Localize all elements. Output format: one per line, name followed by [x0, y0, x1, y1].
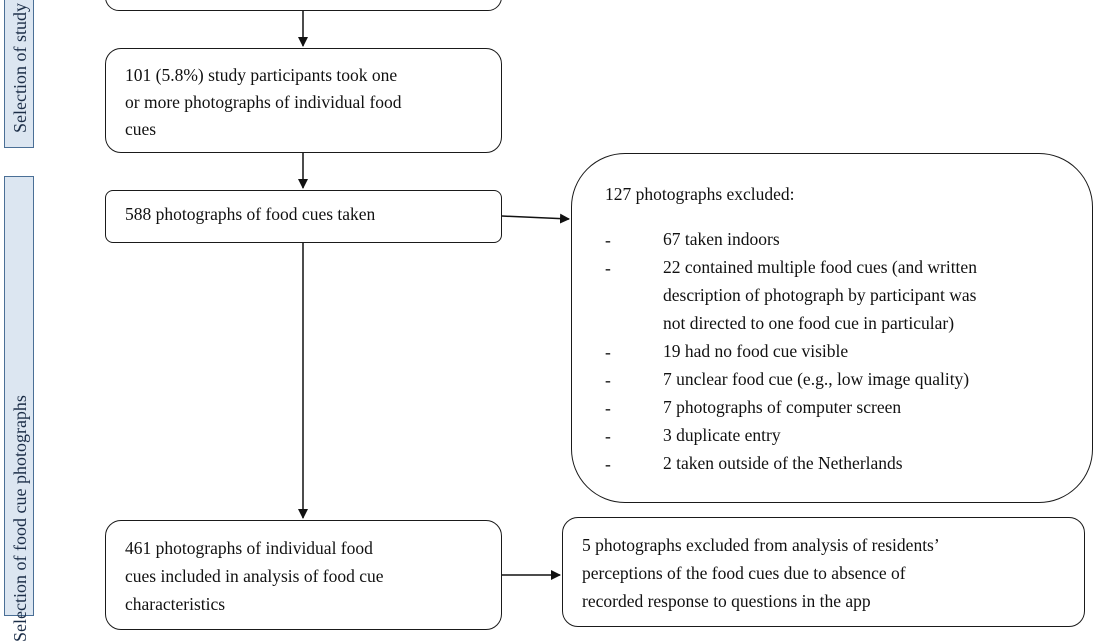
excluded-item-1: 67 taken indoors — [663, 229, 780, 249]
section-selection-photographs — [4, 176, 34, 616]
excluded-item-2-line-1: 22 contained multiple food cues (and wri… — [663, 257, 977, 277]
bullet-5: - — [605, 398, 611, 418]
excluded-item-3: 19 had no food cue visible — [663, 341, 849, 361]
bullet-6: - — [605, 426, 611, 446]
included-line-2: cues included in analysis of food cue — [125, 566, 384, 586]
excluded-item-4: 7 unclear food cue (e.g., low image qual… — [663, 369, 970, 389]
bullet-2: - — [605, 258, 611, 278]
photos-taken-box: 588 photographs of food cues taken — [105, 190, 502, 243]
excluded-item-2-line-3: not directed to one food cue in particul… — [663, 313, 955, 333]
bullet-3: - — [605, 342, 611, 362]
excluded-item-2-line-2: description of photograph by participant… — [663, 285, 977, 305]
participants-box: 101 (5.8%) study participants took one o… — [105, 48, 502, 153]
excluded-item-6: 3 duplicate entry — [663, 425, 781, 445]
participants-line-3: cues — [125, 119, 157, 139]
excluded-photographs-box: 127 photographs excluded: - 67 taken ind… — [571, 153, 1093, 503]
participants-line-2: or more photographs of individual food — [125, 92, 402, 112]
included-line-1: 461 photographs of individual food — [125, 538, 373, 558]
bullet-4: - — [605, 370, 611, 390]
participants-line-1: 101 (5.8%) study participants took one — [125, 65, 398, 85]
excluded-analysis-line-2: perceptions of the food cues due to abse… — [582, 563, 906, 583]
section-selection-participants — [4, 0, 34, 148]
flow-arrows — [298, 11, 570, 580]
arrow-photos-to-excluded — [501, 213, 570, 224]
excluded-item-5: 7 photographs of computer screen — [663, 397, 902, 417]
bullet-1: - — [605, 230, 611, 250]
photos-taken-text: 588 photographs of food cues taken — [125, 204, 376, 224]
bullet-7: - — [605, 454, 611, 474]
excluded-item-7: 2 taken outside of the Netherlands — [663, 453, 903, 473]
excluded-analysis-line-1: 5 photographs excluded from analysis of … — [582, 535, 940, 555]
excluded-title: 127 photographs excluded: — [605, 184, 795, 204]
